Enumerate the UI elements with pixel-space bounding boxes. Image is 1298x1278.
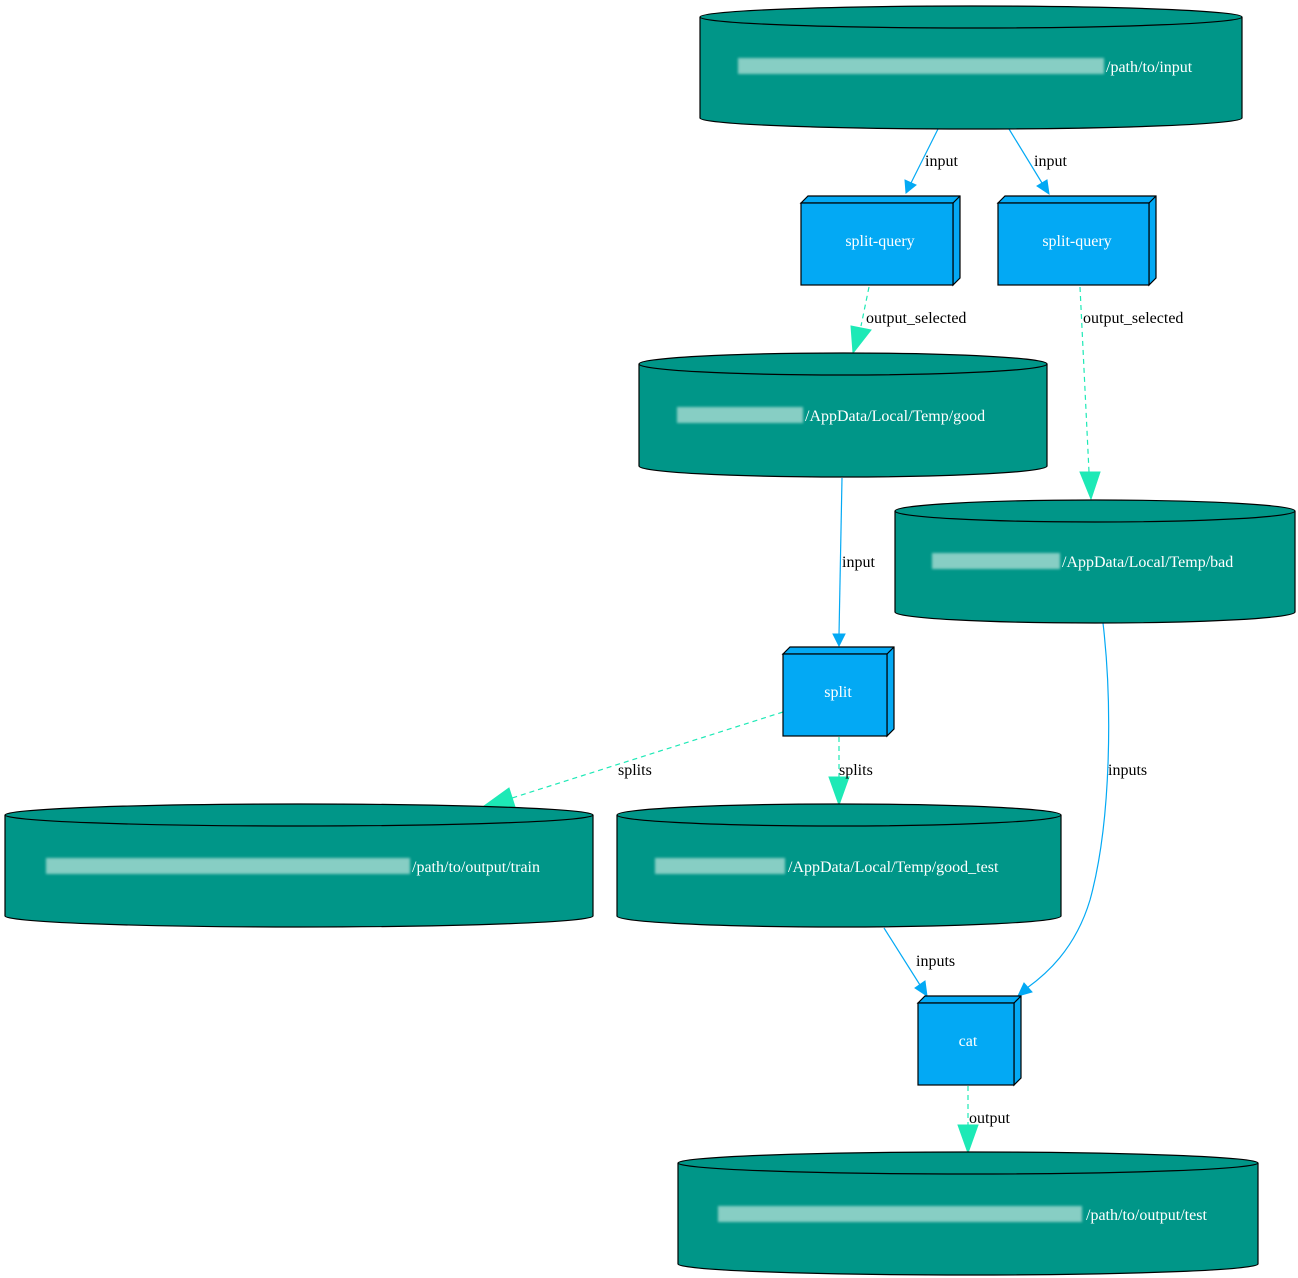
process-node-split-query-2[interactable]: split-query [996,195,1157,287]
dataset-nodes: /path/to/input /AppData/Local/Temp/good … [4,5,1296,1276]
cylinder-rim [638,363,1048,376]
dataset-path-suffix: /AppData/Local/Temp/good [805,408,985,425]
arrowhead [832,633,846,648]
process-label: split [824,684,852,701]
edge-label: splits [839,762,873,779]
edge-label: inputs [916,953,955,970]
dataset-path-suffix: /path/to/output/train [412,859,540,876]
edge-line [883,927,921,986]
box-face [800,202,954,286]
arrowhead [1079,471,1101,501]
edge-label: output [969,1110,1010,1127]
edge-line [1026,622,1110,989]
edge-bad-to-cat[interactable]: inputs [1017,622,1147,997]
edge-input-to-split-query-1[interactable]: input [904,128,958,194]
edge-split-query-2-to-bad[interactable]: output_selected [1079,286,1183,501]
arrowhead [904,179,917,194]
dataset-path-suffix: /AppData/Local/Temp/good_test [788,859,999,876]
cylinder-rim [4,814,594,827]
cylinder-rim [616,814,1062,827]
edge-line [860,286,870,327]
arrowhead [850,325,872,355]
edge-split-query-1-to-good[interactable]: output_selected [850,286,966,355]
box-face [917,1002,1015,1086]
edges: input input output_selected output_selec… [482,128,1183,1155]
redacted-path-prefix [677,407,803,423]
process-label: cat [959,1033,978,1050]
edge-line [1079,286,1090,473]
dataset-node-good[interactable]: /AppData/Local/Temp/good [638,352,1048,478]
process-node-split[interactable]: split [781,646,895,738]
edge-good-test-to-cat[interactable]: inputs [883,927,955,998]
process-nodes: split-query split-query split cat [781,195,1157,1087]
box-face [782,653,888,737]
edge-input-to-split-query-2[interactable]: input [1008,128,1067,196]
edge-label: inputs [1108,762,1147,779]
edge-label: output_selected [866,310,966,327]
edge-line [910,128,939,184]
arrowhead [957,1124,979,1155]
dataset-node-train[interactable]: /path/to/output/train [4,803,594,928]
edge-split-to-train[interactable]: splits [482,711,784,808]
edge-cat-to-test[interactable]: output [957,1086,1010,1155]
dataset-path-suffix: /AppData/Local/Temp/bad [1062,554,1233,571]
dataset-path-suffix: /path/to/output/test [1086,1207,1207,1224]
cylinder-body [894,499,1296,624]
arrowhead [1036,179,1050,196]
edge-label: input [925,153,958,170]
redacted-path-prefix [655,858,785,874]
redacted-path-prefix [718,1206,1082,1222]
box-face [997,202,1150,286]
dataset-node-test[interactable]: /path/to/output/test [677,1151,1259,1276]
dataset-node-input[interactable]: /path/to/input [699,5,1243,130]
edge-label: input [842,554,875,571]
arrowhead [914,980,928,998]
process-node-split-query-1[interactable]: split-query [799,195,961,287]
arrowhead [1017,982,1033,997]
cylinder-rim [699,16,1243,29]
dataset-node-bad[interactable]: /AppData/Local/Temp/bad [894,499,1296,624]
cylinder-rim [894,510,1296,523]
process-label: split-query [845,233,914,250]
cylinder-body [638,352,1048,478]
edge-line [511,711,784,799]
edge-line [838,477,843,636]
redacted-path-prefix [46,858,410,874]
edge-good-to-split[interactable]: input [832,477,875,648]
edge-label: splits [618,762,652,779]
dataset-node-good-test[interactable]: /AppData/Local/Temp/good_test [616,803,1062,928]
arrowhead [828,776,850,807]
cylinder-body [616,803,1062,928]
edge-split-to-good-test[interactable]: splits [828,737,873,807]
dataset-path-suffix: /path/to/input [1106,59,1193,76]
redacted-path-prefix [738,58,1104,74]
edge-label: input [1034,153,1067,170]
arrowhead [482,787,516,808]
cylinder-rim [677,1162,1259,1175]
process-label: split-query [1042,233,1111,250]
redacted-path-prefix [932,553,1060,569]
process-node-cat[interactable]: cat [916,995,1022,1087]
edge-label: output_selected [1083,310,1183,327]
edge-line [1008,128,1043,184]
